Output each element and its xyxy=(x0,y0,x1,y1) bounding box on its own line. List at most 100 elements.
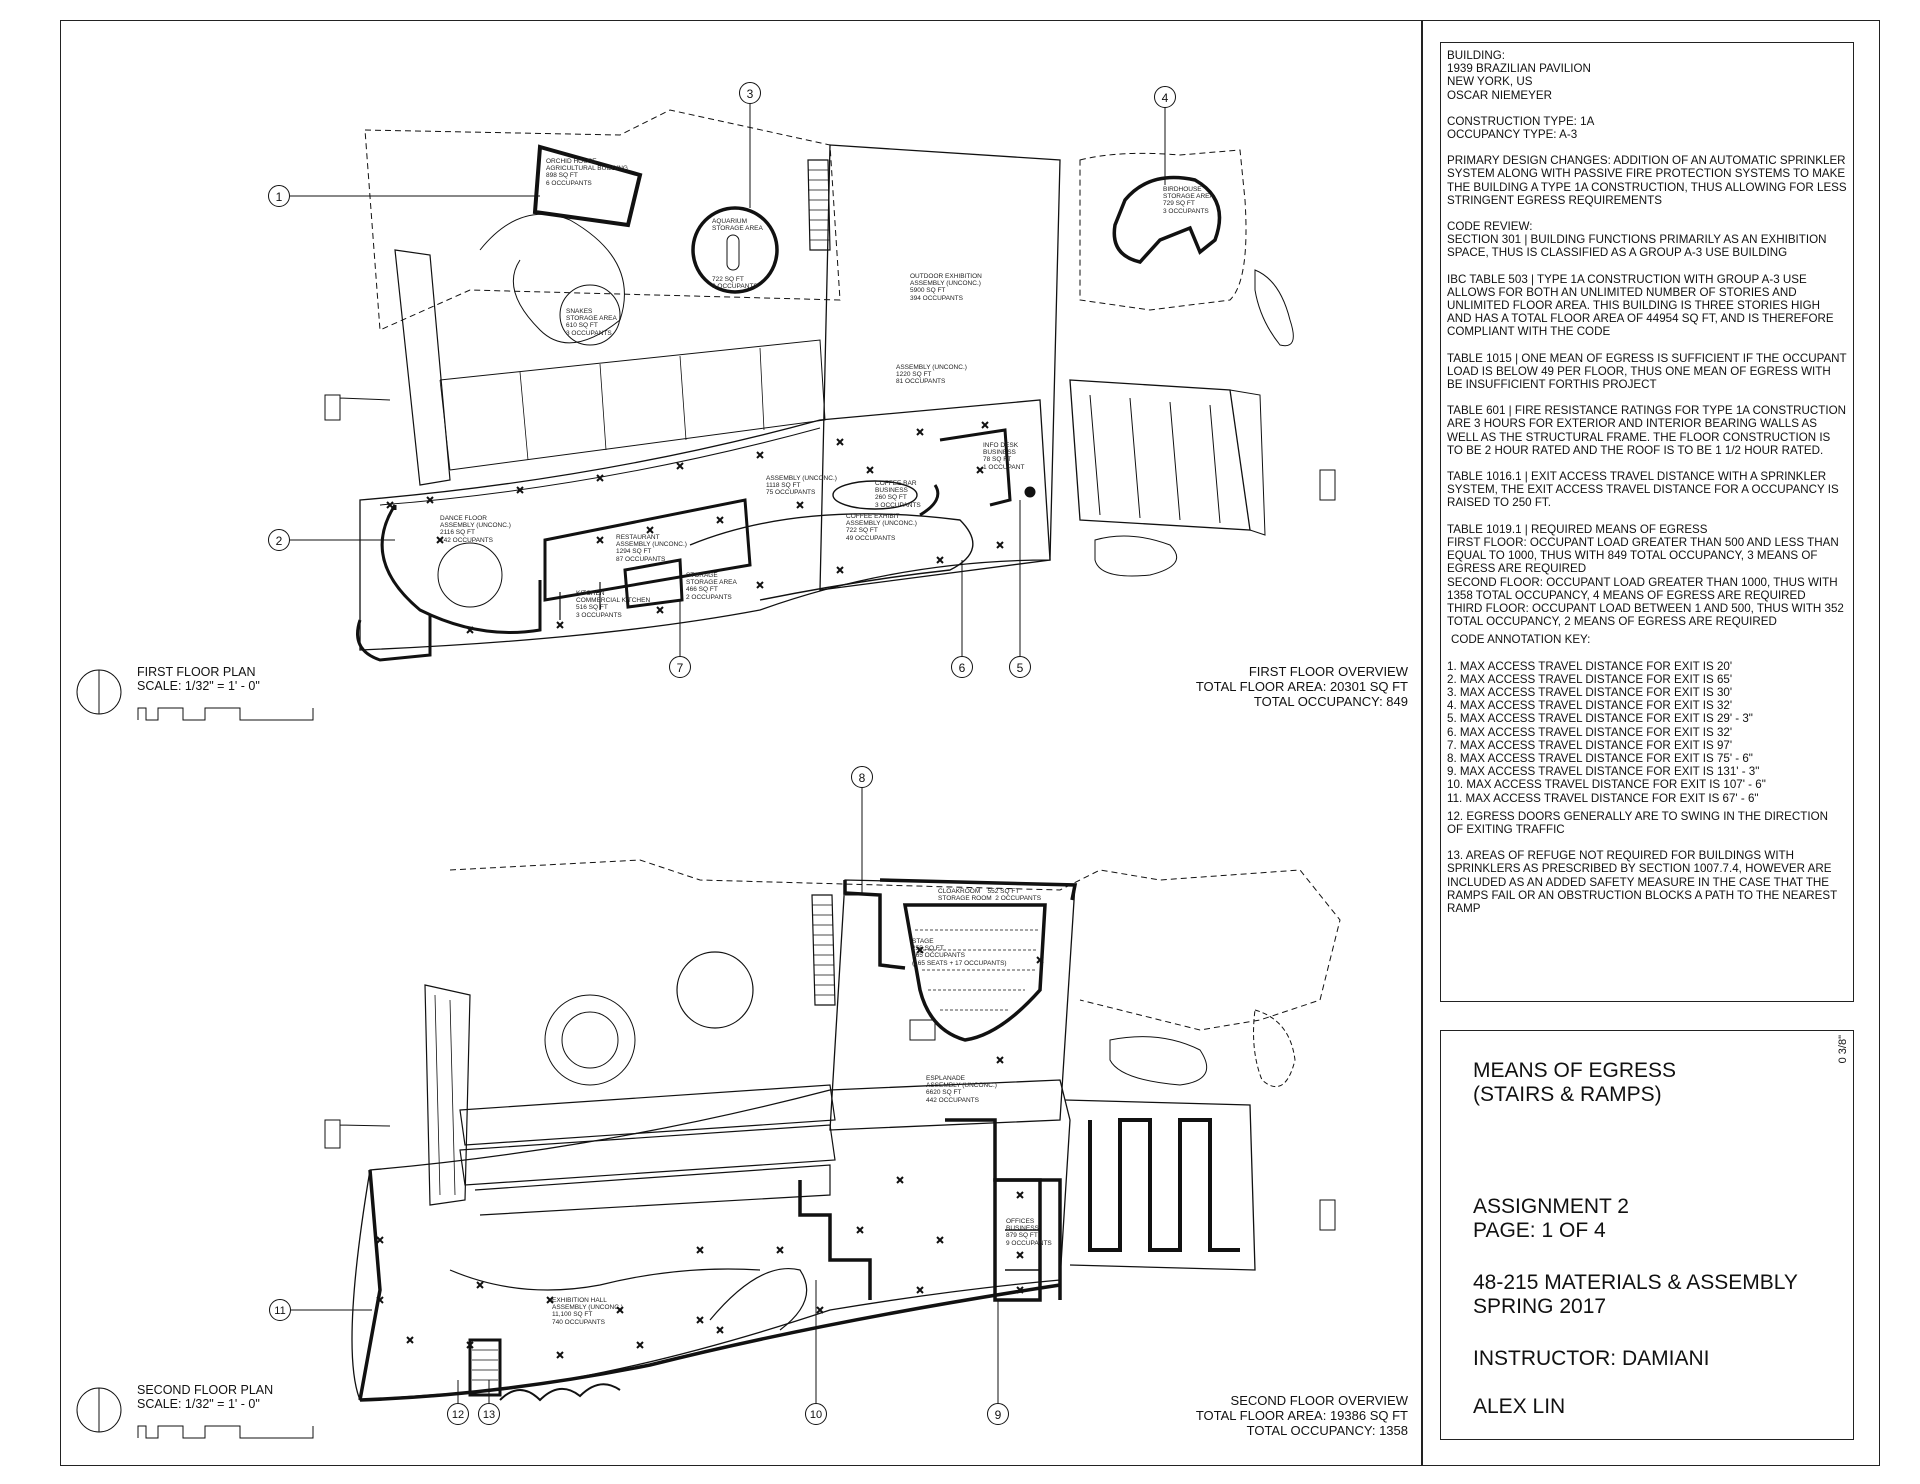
scale-bar-second xyxy=(76,1387,314,1439)
callout-12: 12 xyxy=(447,1403,469,1425)
notes-table-1019: TABLE 1019.1 | REQUIRED MEANS OF EGRESS … xyxy=(1447,523,1847,629)
room-storage: STORAGE STORAGE AREA 466 SQ FT 2 OCCUPAN… xyxy=(686,572,737,601)
callout-1: 1 xyxy=(268,185,290,207)
overview-occupancy: TOTAL OCCUPANCY: 1358 xyxy=(1246,1423,1408,1438)
notes-code-review: CODE REVIEW: SECTION 301 | BUILDING FUNC… xyxy=(1447,220,1847,260)
room-birdhouse: BIRDHOUSE STORAGE AREA 729 SQ FT 3 OCCUP… xyxy=(1163,186,1214,215)
notes-key-list: 1. MAX ACCESS TRAVEL DISTANCE FOR EXIT I… xyxy=(1447,660,1847,805)
assignment-number: ASSIGNMENT 2 xyxy=(1473,1195,1629,1218)
second-floor-sprinkler-marks xyxy=(376,946,1044,1359)
notes-table-1015: TABLE 1015 | ONE MEAN OF EGRESS IS SUFFI… xyxy=(1447,351,1847,392)
overview-title: SECOND FLOOR OVERVIEW xyxy=(1230,1393,1408,1408)
room-cloakroom: CLOAKROOM 552 SQ FT STORAGE ROOM 2 OCCUP… xyxy=(938,888,1042,903)
second-floor-plan-title: SECOND FLOOR PLAN SCALE: 1/32" = 1' - 0" xyxy=(137,1383,273,1411)
note-line: NEW YORK, US xyxy=(1447,75,1533,89)
note-line: CONSTRUCTION TYPE: 1A xyxy=(1447,114,1595,128)
plan-scale-text: SCALE: 1/32" = 1' - 0" xyxy=(137,679,260,693)
code-notes-panel: BUILDING: 1939 BRAZILIAN PAVILION NEW YO… xyxy=(1440,42,1854,1002)
course-name: 48-215 MATERIALS & ASSEMBLY xyxy=(1473,1271,1798,1294)
key-item: 8. MAX ACCESS TRAVEL DISTANCE FOR EXIT I… xyxy=(1447,751,1753,765)
notes-item-12: 12. EGRESS DOORS GENERALLY ARE TO SWING … xyxy=(1447,809,1828,836)
key-item: 10. MAX ACCESS TRAVEL DISTANCE FOR EXIT … xyxy=(1447,778,1766,792)
key-item: 7. MAX ACCESS TRAVEL DISTANCE FOR EXIT I… xyxy=(1447,738,1733,752)
room-offices: OFFICES BUSINESS 879 SQ FT 9 OCCUPANTS xyxy=(1006,1218,1052,1247)
notes-key-title: CODE ANNOTATION KEY: xyxy=(1451,633,1591,647)
note-line: THIRD FLOOR: OCCUPANT LOAD BETWEEN 1 AND… xyxy=(1447,601,1844,629)
course-term: SPRING 2017 xyxy=(1473,1295,1607,1318)
notes-table-1016: TABLE 1016.1 | EXIT ACCESS TRAVEL DISTAN… xyxy=(1447,470,1839,510)
scale-bar-first xyxy=(76,669,314,721)
key-item: 2. MAX ACCESS TRAVEL DISTANCE FOR EXIT I… xyxy=(1447,672,1733,686)
room-orchid-house: ORCHID HOUSE AGRICULTURAL BUILDING 898 S… xyxy=(546,158,628,187)
callout-leaders xyxy=(290,96,1166,1403)
title-block: 0 3/8" MEANS OF EGRESS (STAIRS & RAMPS) … xyxy=(1440,1030,1854,1440)
overview-area: TOTAL FLOOR AREA: 20301 SQ FT xyxy=(1195,679,1408,694)
key-item: 4. MAX ACCESS TRAVEL DISTANCE FOR EXIT I… xyxy=(1447,699,1733,713)
floor-plans-drawing xyxy=(76,96,1341,1439)
room-aquarium-area: 722 SQ FT 3 OCCUPANTS xyxy=(712,276,758,291)
note-line: SECOND FLOOR: OCCUPANT LOAD GREATER THAN… xyxy=(1447,575,1838,602)
room-coffee-exhibit: COFFEE EXHIBIT ASSEMBLY (UNCONC.) 722 SQ… xyxy=(846,513,917,542)
page-number: PAGE: 1 OF 4 xyxy=(1473,1219,1606,1242)
room-outdoor-exhibition: OUTDOOR EXHIBITION ASSEMBLY (UNCONC.) 59… xyxy=(910,273,982,302)
key-item: 9. MAX ACCESS TRAVEL DISTANCE FOR EXIT I… xyxy=(1447,765,1760,779)
sheet-divider xyxy=(1421,20,1423,1466)
callout-3: 3 xyxy=(739,82,761,104)
callout-5: 5 xyxy=(1009,656,1031,678)
drawing-sheet-border xyxy=(60,20,1880,1466)
room-aquarium: AQUARIUM STORAGE AREA xyxy=(712,218,763,233)
key-item: 11. MAX ACCESS TRAVEL DISTANCE FOR EXIT … xyxy=(1447,791,1759,805)
notes-table-601: TABLE 601 | FIRE RESISTANCE RATINGS FOR … xyxy=(1447,404,1846,457)
room-esplanade: ESPLANADE ASSEMBLY (UNCONC.) 6620 SQ FT … xyxy=(926,1075,997,1104)
second-floor-overview: SECOND FLOOR OVERVIEW TOTAL FLOOR AREA: … xyxy=(1100,1393,1408,1438)
callout-7: 7 xyxy=(669,656,691,678)
sheet-title-line2: (STAIRS & RAMPS) xyxy=(1473,1083,1662,1106)
scale-mark: 0 3/8" xyxy=(1837,1035,1849,1064)
room-exhibition-hall: EXHIBITION HALL ASSEMBLY (UNCONC.) 11,10… xyxy=(552,1297,623,1326)
first-floor-plan xyxy=(324,109,1336,662)
plan-title-text: FIRST FLOOR PLAN xyxy=(137,665,256,679)
callout-2: 2 xyxy=(268,529,290,551)
first-floor-plan-title: FIRST FLOOR PLAN SCALE: 1/32" = 1' - 0" xyxy=(137,665,260,693)
room-kitchen: KITCHEN COMMERCIAL KITCHEN 516 SQ FT 3 O… xyxy=(576,590,651,619)
instructor-name: INSTRUCTOR: DAMIANI xyxy=(1473,1347,1710,1370)
overview-occupancy: TOTAL OCCUPANCY: 849 xyxy=(1253,694,1408,709)
note-line: 1939 BRAZILIAN PAVILION xyxy=(1447,62,1591,76)
room-snakes: SNAKES STORAGE AREA 610 SQ FT 3 OCCUPANT… xyxy=(566,308,617,337)
room-assembly-1220: ASSEMBLY (UNCONC.) 1220 SQ FT 81 OCCUPAN… xyxy=(896,364,967,386)
room-restaurant: RESTAURANT ASSEMBLY (UNCONC.) 1294 SQ FT… xyxy=(616,534,687,563)
room-coffee-bar: COFFEE BAR BUSINESS 260 SQ FT 3 OCCUPANT… xyxy=(875,480,921,509)
note-line: TABLE 1019.1 | REQUIRED MEANS OF EGRESS xyxy=(1447,522,1708,536)
note-line: OCCUPANCY TYPE: A-3 xyxy=(1447,128,1578,142)
callout-6: 6 xyxy=(951,656,973,678)
notes-item-13: 13. AREAS OF REFUGE NOT REQUIRED FOR BUI… xyxy=(1447,849,1837,915)
notes-building: BUILDING: 1939 BRAZILIAN PAVILION NEW YO… xyxy=(1447,49,1847,102)
key-item: 6. MAX ACCESS TRAVEL DISTANCE FOR EXIT I… xyxy=(1447,725,1733,739)
key-item: 3. MAX ACCESS TRAVEL DISTANCE FOR EXIT I… xyxy=(1447,685,1733,699)
notes-construction: CONSTRUCTION TYPE: 1A OCCUPANCY TYPE: A-… xyxy=(1447,115,1847,141)
key-item: 1. MAX ACCESS TRAVEL DISTANCE FOR EXIT I… xyxy=(1447,659,1733,673)
note-line: CODE REVIEW: xyxy=(1447,220,1533,234)
callout-8: 8 xyxy=(851,766,873,788)
note-line: FIRST FLOOR: OCCUPANT LOAD GREATER THAN … xyxy=(1447,535,1839,576)
room-dance-floor: DANCE FLOOR ASSEMBLY (UNCONC.) 2116 SQ F… xyxy=(440,515,511,544)
room-info-desk: INFO DESK BUSINESS 78 SQ FT 1 OCCUPANT xyxy=(983,442,1025,471)
overview-title: FIRST FLOOR OVERVIEW xyxy=(1248,664,1408,679)
notes-design-changes: PRIMARY DESIGN CHANGES: ADDITION OF AN A… xyxy=(1447,154,1847,207)
callout-11: 11 xyxy=(269,1299,291,1321)
note-line: SECTION 301 | BUILDING FUNCTIONS PRIMARI… xyxy=(1447,233,1827,260)
callout-13: 13 xyxy=(478,1403,500,1425)
callout-10: 10 xyxy=(805,1403,827,1425)
callout-9: 9 xyxy=(987,1403,1009,1425)
overview-area: TOTAL FLOOR AREA: 19386 SQ FT xyxy=(1195,1408,1408,1423)
callout-4: 4 xyxy=(1154,86,1176,108)
key-item: 5. MAX ACCESS TRAVEL DISTANCE FOR EXIT I… xyxy=(1447,712,1753,726)
plan-scale-text: SCALE: 1/32" = 1' - 0" xyxy=(137,1397,260,1411)
author-name: ALEX LIN xyxy=(1473,1395,1566,1418)
note-line: OSCAR NIEMEYER xyxy=(1447,88,1553,102)
room-assembly-1118: ASSEMBLY (UNCONC.) 1118 SQ FT 75 OCCUPAN… xyxy=(766,475,837,497)
room-stage: STAGE 255 SQ FT 165 OCCUPANTS (165 SEATS… xyxy=(912,938,1007,967)
plan-title-text: SECOND FLOOR PLAN xyxy=(137,1383,274,1397)
sheet-title-line1: MEANS OF EGRESS xyxy=(1473,1059,1677,1082)
notes-ibc-503: IBC TABLE 503 | TYPE 1A CONSTRUCTION WIT… xyxy=(1447,272,1834,339)
